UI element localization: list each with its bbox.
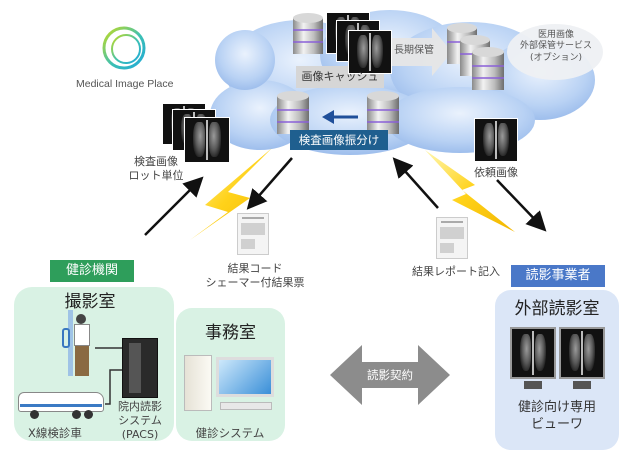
arrow-report-upload [392,157,439,209]
external-storage-line-3: (オプション) [529,52,583,63]
database-sort-left-icon [277,91,309,134]
long-term-storage-arrow [392,28,452,76]
report-document-right [436,217,468,259]
lot-images-line-2: ロット単位 [128,168,184,182]
database-cache-icon [293,13,323,54]
arrow-upload-lot [144,176,204,236]
result-report-label: 結果レポート記入 [412,265,500,278]
arrow-request-images [496,179,547,232]
sorting-arrow-icon [322,110,358,124]
ring-logo-icon [102,26,146,70]
external-storage-bubble [507,24,603,80]
contract-label: 読影契約 [367,368,413,382]
reading-provider-tag: 読影事業者 [511,265,605,287]
sorting-box [290,130,388,150]
pc-monitor-icon [216,357,274,397]
lot-images-label: 検査画像 ロット単位 [126,155,186,183]
lightning-left-icon [190,148,272,240]
long-term-storage-label: 長期保管 [394,45,434,56]
reading-room-title: 外部読影室 [514,299,600,319]
pacs-line-3: (PACS) [121,427,159,441]
pc-keyboard-icon [220,402,272,410]
report-document-left [237,213,269,255]
viewer-monitors-icon [510,327,606,389]
xray-request-image [474,118,518,162]
external-storage-line-1: 医用画像 [537,30,574,40]
xray-stack-lot [162,103,234,165]
office-title: 事務室 [205,323,256,343]
xray-stand-person-icon [58,310,98,378]
pacs-line-2: システム [118,413,162,427]
viewer-label: 健診向け専用 ビューワ [495,400,619,434]
result-code-label: 結果コード シェーマー付結果票 [200,262,310,290]
external-storage-label: 医用画像 外部保管サービス (オプション) [510,30,602,64]
pacs-line-1: 院内読影 [118,400,162,413]
result-code-line-2: シェーマー付結果票 [205,275,305,289]
pc-tower-icon [184,355,212,411]
lot-images-line-1: 検査画像 [134,155,178,168]
pacs-label: 院内読影 システム (PACS) [112,400,168,441]
database-archive-icon [447,23,504,90]
external-storage-line-2: 外部保管サービス [519,41,592,52]
image-cache-label: 画像キャッシュ [301,70,379,83]
xray-room-title: 撮影室 [64,292,116,312]
connector-van-to-pacs [105,369,125,405]
contract-double-arrow [330,345,450,405]
health-system-label: 健診システム [195,426,265,440]
lightning-right-icon [425,150,515,232]
health-institution-tag: 健診機関 [50,260,134,282]
pacs-server-icon [122,338,158,398]
viewer-line-1: 健診向け専用 [517,400,596,415]
database-sort-right-icon [367,91,399,134]
xray-van-icon [18,390,106,420]
viewer-line-2: ビューワ [530,416,583,432]
request-images-label: 依頼画像 [474,166,518,179]
logo-text: Medical Image Place [76,78,174,90]
arrow-return-result [246,157,293,210]
sorting-label: 検査画像振分け [298,133,380,147]
result-code-line-1: 結果コード [227,262,283,275]
xray-van-label: X線検診車 [28,426,82,440]
xray-stack-cache [326,12,396,74]
